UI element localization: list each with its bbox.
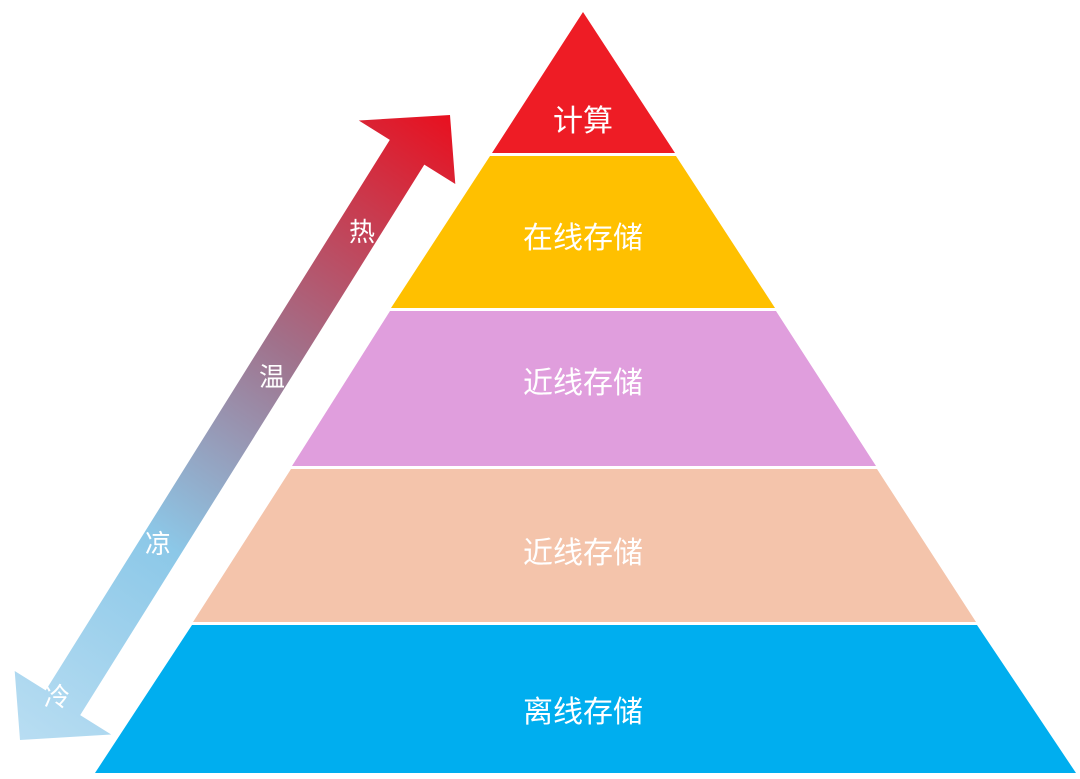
pyramid: 计算 在线存储 近线存储 近线存储 离线存储 <box>95 12 1076 773</box>
temp-label-cold: 冷 <box>44 683 70 713</box>
double-arrow-icon <box>14 115 456 740</box>
tier-offline-storage <box>95 625 1076 773</box>
tier-compute-label: 计算 <box>553 104 613 139</box>
tier-nearline-storage-1-label: 近线存储 <box>523 366 643 401</box>
temperature-arrow: 热 温 凉 冷 <box>14 115 456 740</box>
tier-nearline-storage-2 <box>193 469 976 622</box>
tier-offline-storage-label: 离线存储 <box>523 695 643 730</box>
temp-label-hot: 热 <box>349 218 375 248</box>
tier-online-storage-label: 在线存储 <box>523 221 643 256</box>
temp-label-cool: 凉 <box>145 530 171 560</box>
tier-compute <box>492 12 675 153</box>
tier-online-storage <box>391 156 775 308</box>
temp-label-warm: 温 <box>259 363 285 393</box>
tier-nearline-storage-2-label: 近线存储 <box>523 536 643 571</box>
tier-nearline-storage-1 <box>292 311 876 466</box>
